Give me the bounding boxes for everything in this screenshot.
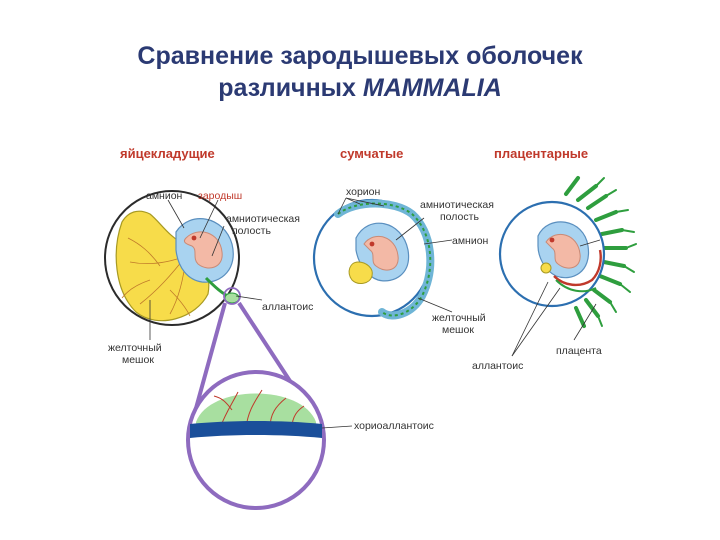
heading-placentals: плацентарные bbox=[494, 146, 589, 161]
embryo-heart-right bbox=[549, 237, 555, 243]
marsupial-egg bbox=[312, 198, 435, 320]
placental-egg bbox=[498, 176, 637, 328]
title-line-1: Сравнение зародышевых оболочек bbox=[137, 42, 583, 70]
label-amniotic-cavity-left-2: полость bbox=[232, 225, 271, 237]
label-amniotic-cavity-mid-1: амниотическая bbox=[420, 199, 494, 211]
label-yolk-sac-left-1: желточный bbox=[108, 342, 162, 354]
label-allantois-left: аллантоис bbox=[262, 301, 314, 313]
label-yolk-sac-mid-2: мешок bbox=[442, 324, 474, 336]
label-amniotic-cavity-left-1: амниотическая bbox=[226, 213, 300, 225]
label-amniotic-cavity-mid-2: полость bbox=[440, 211, 479, 223]
placenta-villi-branches bbox=[595, 177, 637, 327]
label-chorioallantois: хориоаллантоис bbox=[354, 420, 434, 432]
label-allantois-right: аллантоис bbox=[472, 360, 524, 372]
zoom-source-circle bbox=[223, 287, 241, 305]
leader-lines bbox=[149, 197, 601, 429]
title-line-2-prefix: различных bbox=[218, 74, 363, 102]
yolk-sac-right bbox=[540, 262, 552, 274]
umbilical-vessel bbox=[553, 249, 602, 287]
chorion-band bbox=[190, 421, 322, 438]
magnifier-lens bbox=[186, 370, 326, 510]
placenta-villi bbox=[564, 176, 628, 328]
yolk-sac-mid bbox=[348, 261, 373, 284]
label-yolk-sac-mid-1: желточный bbox=[432, 312, 486, 324]
label-amnion-left: амнион bbox=[146, 190, 183, 202]
embryo-right bbox=[545, 233, 581, 269]
label-amnion-mid: амнион bbox=[452, 235, 489, 247]
heading-marsupials: сумчатые bbox=[340, 146, 404, 161]
label-embryo: зародыш bbox=[198, 190, 243, 202]
title-line-2: различных MAMMALIA bbox=[0, 72, 720, 104]
embryo-heart-mid bbox=[369, 241, 375, 247]
allantois-right-shape bbox=[555, 279, 597, 293]
page-title: Сравнение зародышевых оболочек различных… bbox=[0, 40, 720, 104]
heading-monotremes: яйцекладущие bbox=[120, 146, 215, 161]
embryo-heart-left bbox=[191, 235, 197, 241]
label-placenta: плацента bbox=[556, 345, 602, 357]
magnifier bbox=[186, 301, 326, 510]
label-yolk-sac-left-2: мешок bbox=[122, 354, 154, 366]
label-chorion: хорион bbox=[346, 186, 381, 198]
title-mammalia: MAMMALIA bbox=[362, 74, 502, 102]
monotreme-egg bbox=[104, 190, 241, 326]
embryo-left bbox=[183, 231, 223, 269]
